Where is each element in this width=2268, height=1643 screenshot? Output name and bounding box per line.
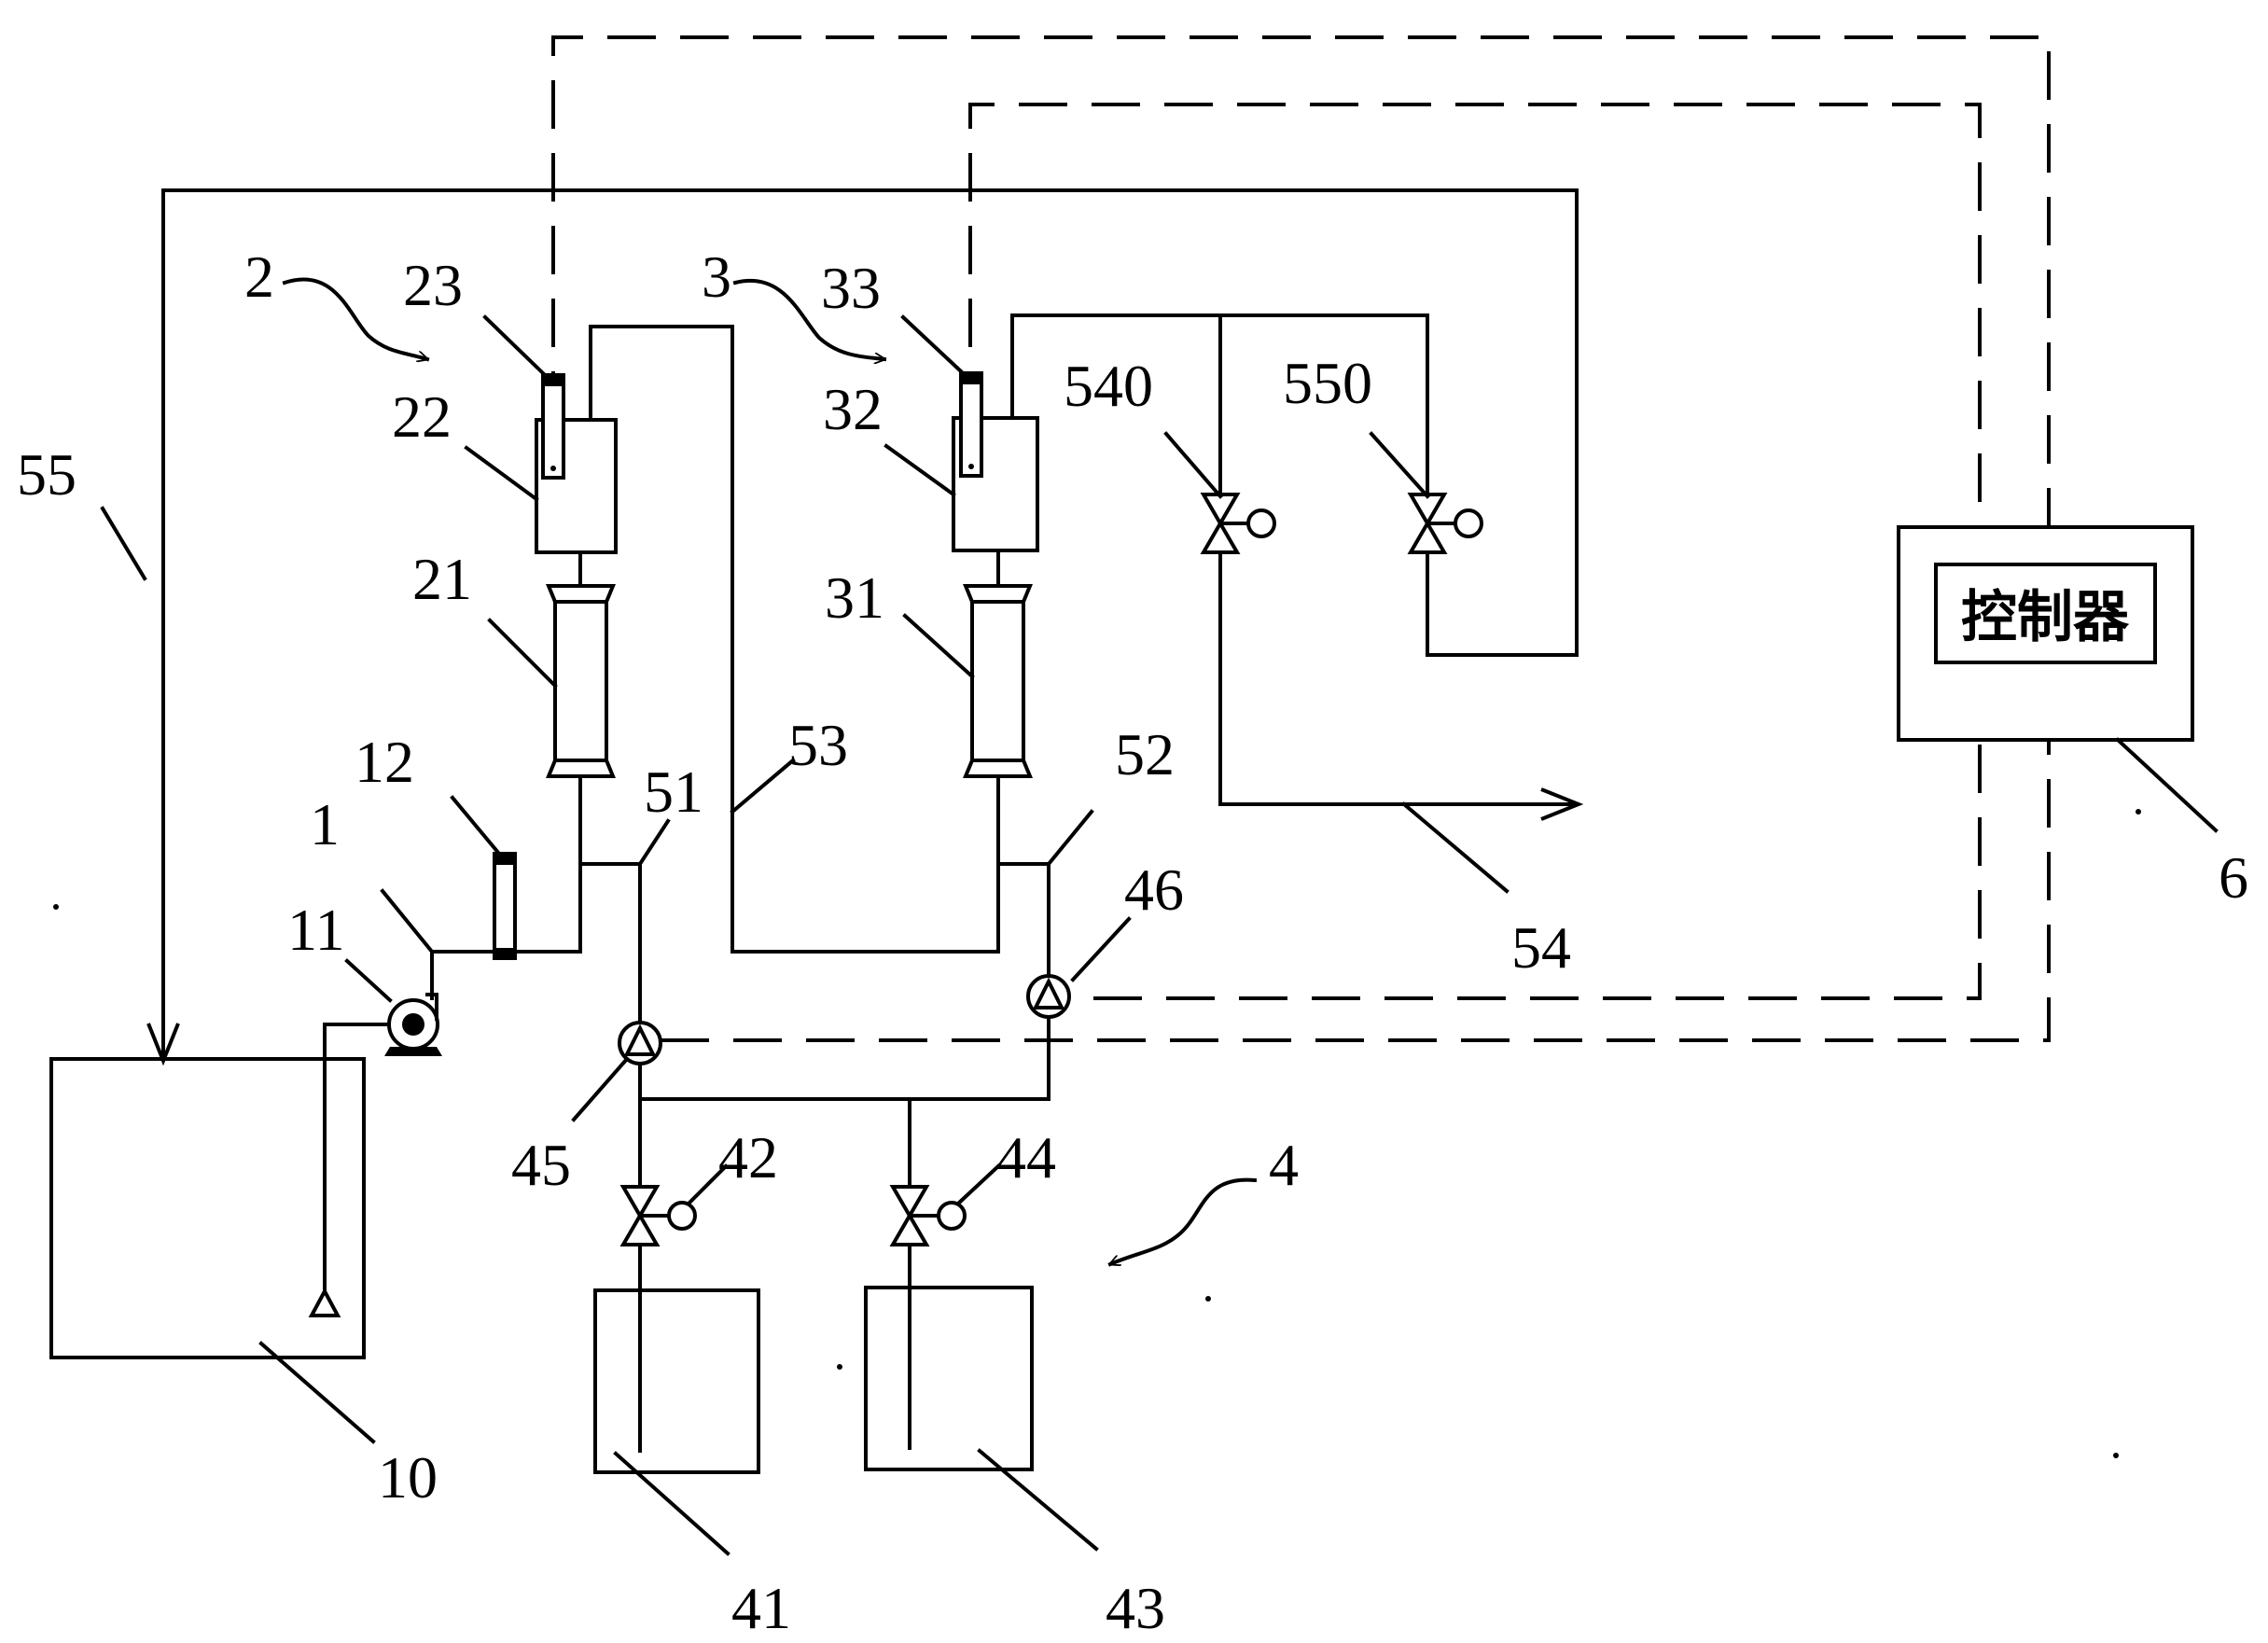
pipe-53 [589,325,1000,954]
valve-550 [1407,493,1483,554]
label-540: 540 [1064,353,1153,419]
label-51: 51 [644,759,703,825]
label-44: 44 [996,1124,1056,1190]
label-550: 550 [1283,350,1372,416]
control-line-to-sensor-23 [551,35,2051,1042]
label-53: 53 [788,712,848,778]
label-46: 46 [1124,856,1184,923]
water-tank-10 [49,1057,366,1359]
reagent-tank-43 [864,1286,1034,1471]
leader-lines [100,314,2219,1556]
dosing-branch-51 [578,862,642,1026]
sensor-33 [959,371,983,478]
controller-6: 控制器 [1897,525,2194,742]
reagent-tank-41 [593,1288,760,1474]
pump-outlet-pipe [430,950,470,1000]
flowmeter-12 [493,852,517,960]
sensor-23 [541,373,565,480]
label-42: 42 [718,1124,778,1190]
label-12: 12 [355,729,414,795]
label-4: 4 [1269,1132,1299,1198]
control-signal-lines [551,35,2051,1042]
label-31: 31 [825,564,884,631]
label-41: 41 [731,1575,791,1641]
reference-labels: 55 2 23 22 21 12 1 11 3 33 32 31 51 53 5… [17,244,2248,1641]
scan-specks [53,809,2141,1458]
dosing-header-pipe [638,1015,1051,1191]
label-6: 6 [2219,844,2248,911]
label-55: 55 [17,441,77,508]
suction-pipe [308,1023,392,1317]
label-45: 45 [511,1132,571,1198]
label-10: 10 [378,1444,438,1511]
valve-540 [1200,493,1276,554]
label-22: 22 [392,383,452,450]
label-21: 21 [412,546,472,612]
label-43: 43 [1106,1575,1165,1641]
label-54: 54 [1511,914,1571,981]
chamber-32 [952,416,1039,552]
valve-44 [889,1185,967,1246]
label-32: 32 [823,376,883,442]
dosing-pump-45 [618,1021,662,1065]
label-1: 1 [310,791,340,857]
dosing-branch-52 [996,862,1051,977]
filter-column-31 [963,584,1033,778]
feed-pump-11 [384,993,442,1056]
label-2: 2 [244,244,274,310]
valve-42 [619,1185,697,1246]
label-23: 23 [403,252,463,318]
return-pipe-55 [163,188,1579,1057]
controller-label: 控制器 [1961,585,2130,650]
pointer-arrows [282,277,1258,1267]
label-52: 52 [1115,721,1175,787]
label-33: 33 [821,255,881,321]
filter-column-21 [546,584,616,778]
drain-pipe-54 [1218,549,1575,804]
control-line-to-sensor-33 [968,103,1982,1000]
label-11: 11 [287,897,345,963]
dosing-pump-46 [1026,974,1071,1019]
pipe-to-column-2 [466,774,582,954]
label-3: 3 [702,244,731,310]
